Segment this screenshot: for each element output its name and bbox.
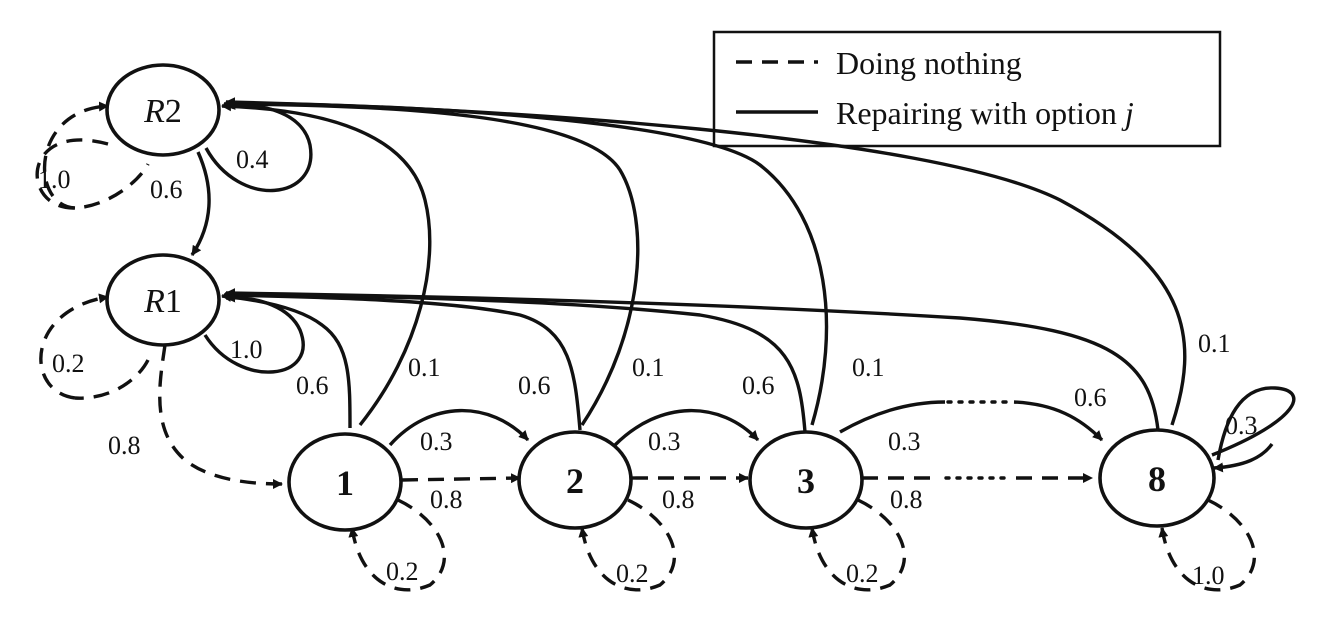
label-3-to-8: 0.3 bbox=[888, 427, 921, 456]
edge-r1-to-1 bbox=[158, 344, 283, 489]
node-r2-letter: R bbox=[143, 93, 165, 130]
node-2-label: 2 bbox=[566, 461, 584, 501]
node-8 bbox=[1098, 428, 1216, 528]
edge-8-loop-arrow bbox=[1213, 442, 1274, 473]
edge-labels: 1.0 0.4 0.6 0.2 1.0 0.8 0.6 0.1 0.3 0.8 … bbox=[38, 145, 1258, 590]
edge-r1-self-dashed bbox=[39, 293, 109, 400]
edge-8-to-r1 bbox=[225, 288, 1160, 431]
node-r2-label: R2 bbox=[143, 93, 182, 130]
edge-2-to-3 bbox=[613, 408, 760, 447]
legend-doing-nothing-label: Doing nothing bbox=[836, 45, 1022, 81]
label-1-dash-2: 0.8 bbox=[430, 485, 463, 514]
forward-dashed-edges bbox=[401, 473, 1093, 484]
node-1-label: 1 bbox=[336, 463, 354, 503]
legend: Doing nothing Repairing with option j bbox=[712, 30, 1222, 148]
legend-box bbox=[712, 30, 1222, 148]
label-r1-to-1: 0.8 bbox=[108, 431, 141, 460]
label-2-to-r2: 0.1 bbox=[632, 353, 665, 382]
edge-1-self bbox=[348, 498, 447, 592]
edge-2-to-r1 bbox=[223, 290, 582, 431]
label-8-to-r2: 0.1 bbox=[1198, 329, 1231, 358]
edge-1-to-r2 bbox=[221, 101, 432, 427]
label-1-self: 0.2 bbox=[386, 557, 419, 586]
node-r2 bbox=[105, 63, 221, 157]
node-8-label: 8 bbox=[1148, 459, 1166, 499]
label-1-to-2: 0.3 bbox=[420, 427, 453, 456]
label-r2-loop: 0.4 bbox=[236, 145, 269, 174]
node-3 bbox=[748, 430, 864, 530]
node-r1-letter: R bbox=[143, 283, 165, 320]
edges-to-r1 bbox=[221, 288, 1160, 433]
label-3-dash-8: 0.8 bbox=[890, 485, 923, 514]
edge-2-self bbox=[578, 498, 677, 592]
edge-3-to-8-start bbox=[839, 400, 946, 434]
edge-8-to-r2 bbox=[225, 97, 1187, 426]
edge-3-self bbox=[808, 498, 907, 592]
edges-to-r2 bbox=[221, 97, 1187, 427]
edge-1-to-2 bbox=[388, 408, 530, 447]
legend-repairing-text: Repairing with option bbox=[836, 95, 1125, 131]
forward-solid-edges bbox=[388, 386, 1296, 473]
self-loop-edges bbox=[348, 498, 1257, 592]
edge-8-self bbox=[1158, 498, 1257, 592]
label-1-to-r2: 0.1 bbox=[408, 353, 441, 382]
edge-r1-loop bbox=[203, 292, 305, 374]
edge-3-to-8-end bbox=[1013, 400, 1104, 442]
node-2 bbox=[517, 430, 633, 530]
label-r2-to-r1: 0.6 bbox=[150, 175, 183, 204]
node-r1-number: 1 bbox=[165, 283, 182, 320]
label-1-to-r1: 0.6 bbox=[296, 371, 329, 400]
label-r1-self: 0.2 bbox=[52, 349, 85, 378]
edge-r2-to-r1 bbox=[190, 151, 211, 256]
node-1 bbox=[287, 432, 403, 532]
edge-r2-self-dashed-arrow bbox=[43, 101, 109, 210]
label-8-to-r1: 0.6 bbox=[1074, 383, 1107, 412]
edge-8-loop-path bbox=[1211, 386, 1296, 461]
node-3-label: 3 bbox=[797, 461, 815, 501]
label-2-to-r1: 0.6 bbox=[518, 371, 551, 400]
node-r1 bbox=[105, 253, 221, 347]
label-2-to-3: 0.3 bbox=[648, 427, 681, 456]
node-r2-number: 2 bbox=[165, 93, 182, 130]
label-r2-self: 1.0 bbox=[38, 165, 71, 194]
label-2-dash-3: 0.8 bbox=[662, 485, 695, 514]
legend-repairing-variable: j bbox=[1121, 95, 1134, 131]
legend-repairing-label: Repairing with option j bbox=[836, 95, 1134, 131]
repair-local-edges bbox=[35, 99, 313, 489]
label-r1-loop: 1.0 bbox=[230, 335, 263, 364]
nodes: R2 R1 1 2 3 8 bbox=[105, 63, 1216, 532]
label-2-self: 0.2 bbox=[616, 559, 649, 588]
edge-1-dash-2 bbox=[401, 473, 521, 484]
node-r1-label: R1 bbox=[143, 283, 182, 320]
label-3-to-r2: 0.1 bbox=[852, 353, 885, 382]
edge-r1-self-dashed-tail bbox=[74, 359, 150, 400]
label-8-loop: 0.3 bbox=[1225, 411, 1258, 440]
label-8-self: 1.0 bbox=[1192, 561, 1225, 590]
label-3-to-r1: 0.6 bbox=[742, 371, 775, 400]
label-3-self: 0.2 bbox=[846, 559, 879, 588]
edge-r2-loop bbox=[204, 99, 313, 193]
